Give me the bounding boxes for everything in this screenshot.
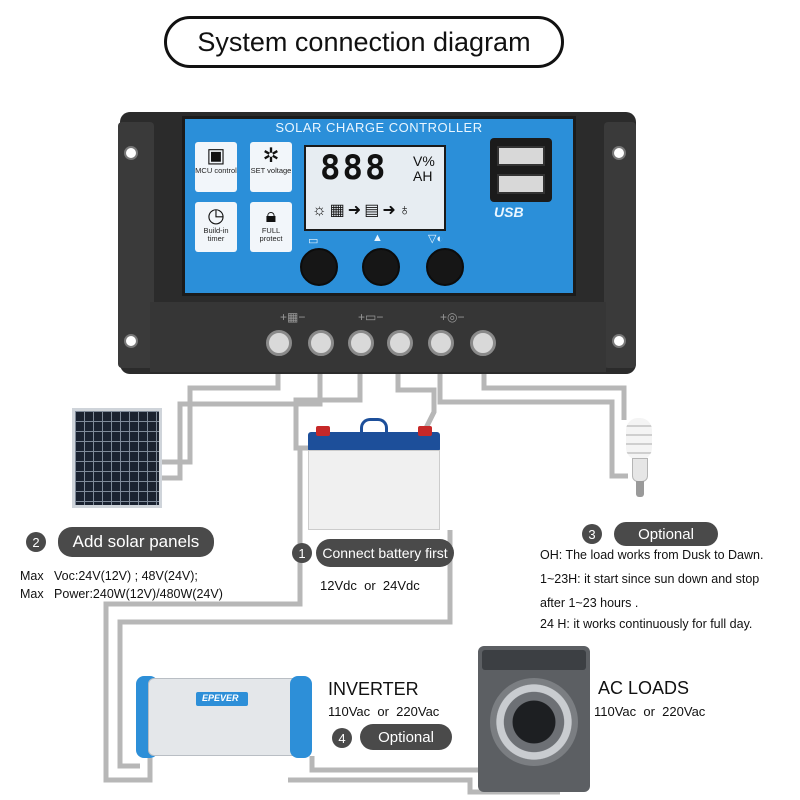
mount-hole-icon	[124, 146, 138, 160]
washer-control-panel	[482, 650, 586, 670]
feature-protect: 🔒︎ FULL protect	[250, 202, 292, 252]
battery-handle	[360, 418, 388, 434]
up-button[interactable]	[362, 248, 400, 286]
step-number: 4	[332, 728, 352, 748]
wire-inverter-dc	[103, 450, 303, 783]
washer-door	[490, 678, 578, 766]
gear-icon: ✲	[262, 145, 280, 167]
load-mode-note: after 1~23 hours .	[540, 596, 639, 610]
inverter-step-label: Optional	[360, 724, 452, 750]
terminal-battery-negative	[387, 330, 413, 356]
lcd-display	[304, 145, 446, 231]
usb-slot	[497, 174, 545, 194]
load-mode-note: OH: The load works from Dusk to Dawn.	[540, 548, 764, 562]
load-terminal-icon: +◎−	[440, 310, 465, 324]
wire-inverter-dc-2	[117, 530, 453, 769]
mount-ear-left	[118, 122, 154, 368]
feature-mcu: ▣ MCU control	[195, 142, 237, 192]
terminal-load-positive	[428, 330, 454, 356]
arrow-icon: ➜	[347, 202, 365, 219]
lcd-units: V% AH	[413, 153, 435, 184]
mount-hole-icon	[612, 146, 626, 160]
battery-terminal-icon: +▭−	[358, 310, 384, 324]
controller-name: SOLAR CHARGE CONTROLLER	[275, 120, 483, 135]
down-button[interactable]	[426, 248, 464, 286]
wire-solar-negative	[162, 374, 323, 481]
step-number: 1	[292, 543, 312, 563]
usb-slot	[497, 146, 545, 166]
battery-top	[308, 432, 440, 452]
lcd-status-icons: ☼▦➜▤➜♁	[312, 200, 414, 220]
terminal-solar-negative	[308, 330, 334, 356]
wire-inverter-ac	[309, 756, 480, 773]
mount-hole-icon	[612, 334, 626, 348]
ac-loads-voltage: 110Vac or 220Vac	[594, 704, 706, 719]
battery-terminal-positive	[316, 426, 330, 436]
chip-icon: ▣	[206, 145, 226, 167]
inverter	[148, 678, 310, 756]
solar-panel	[72, 408, 162, 508]
wire-battery-positive	[293, 374, 363, 451]
lock-icon: 🔒︎	[265, 205, 277, 227]
ac-loads-title: AC LOADS	[598, 678, 690, 698]
terminal-load-negative	[470, 330, 496, 356]
step-number: 2	[26, 532, 46, 552]
battery-icon: ▤	[364, 202, 383, 219]
clock-icon: ◷	[207, 205, 225, 227]
diagram-title: System connection diagram	[164, 16, 564, 68]
inverter-end-cap	[290, 676, 312, 758]
menu-button[interactable]	[300, 248, 338, 286]
battery-step-label: Connect battery first	[316, 539, 454, 567]
usb-label: USB	[494, 204, 524, 220]
bulb-icon: ♁	[398, 202, 414, 219]
arrow-icon: ➜	[382, 202, 399, 219]
feature-set-voltage: ✲ SET voltage	[250, 142, 292, 192]
battery-terminal-negative	[418, 426, 432, 436]
inverter-logo	[196, 692, 248, 706]
mount-hole-icon	[124, 334, 138, 348]
terminal-block	[150, 302, 606, 372]
inverter-voltage: 110Vac or 220Vac	[328, 704, 440, 719]
battery-voltage: 12Vdc or 24Vdc	[320, 578, 420, 593]
wire-load-negative	[481, 374, 627, 420]
load-step-label: Optional	[614, 522, 718, 546]
terminal-battery-positive	[348, 330, 374, 356]
terminal-solar-positive	[266, 330, 292, 356]
feature-timer: ◷ Build-in timer	[195, 202, 237, 252]
solar-voc-spec: Max Voc:24V(12V) ; 48V(24V);	[20, 569, 198, 583]
menu-icon: ▭	[308, 235, 319, 247]
cfl-bulb-icon	[626, 418, 652, 460]
mount-ear-right	[604, 122, 636, 368]
up-icon: ▲	[372, 232, 383, 244]
bulb-base	[632, 458, 648, 482]
wire-ac-load	[288, 777, 560, 795]
wire-load-positive	[437, 374, 628, 479]
wire-battery-negative	[395, 374, 437, 434]
sun-panel-icon: ☼▦	[312, 202, 348, 219]
step-number: 3	[582, 524, 602, 544]
lcd-digits: 888	[320, 148, 388, 188]
bulb-tip	[636, 481, 644, 497]
solar-power-spec: Max Power:240W(12V)/480W(24V)	[20, 587, 223, 601]
load-mode-note: 1~23H: it start since sun down and stop	[540, 572, 760, 586]
solar-step-label: Add solar panels	[58, 527, 214, 557]
inverter-brand: EPEVER	[202, 693, 239, 703]
load-mode-note: 24 H: it works continuously for full day…	[540, 617, 753, 631]
battery	[308, 450, 440, 530]
solar-terminal-icon: +▦−	[280, 310, 306, 324]
down-load-icon: ▽◐	[428, 233, 444, 245]
inverter-title: INVERTER	[328, 679, 419, 699]
